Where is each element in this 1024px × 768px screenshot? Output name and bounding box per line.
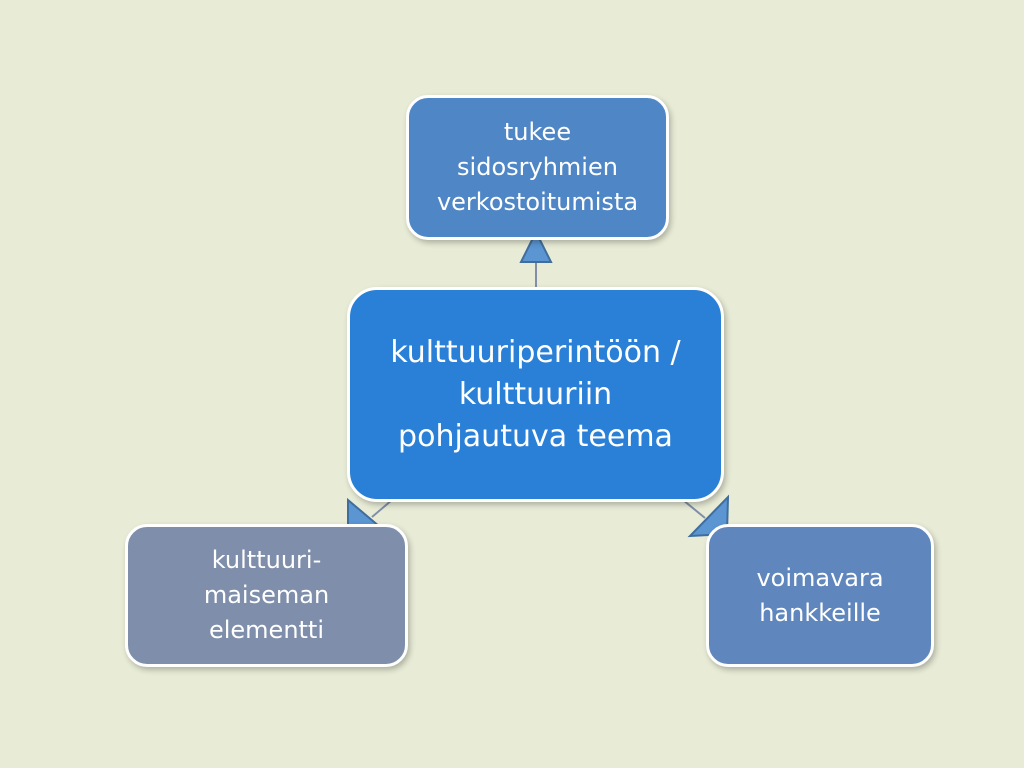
node-heritage-theme: kulttuuriperintöön / kulttuuriin pohjaut…: [347, 287, 724, 502]
node-top-label: tukee sidosryhmien verkostoitumista: [436, 118, 639, 216]
connector-center-right: [682, 499, 706, 519]
node-center-label: kulttuuriperintöön / kulttuuriin pohjaut…: [390, 334, 681, 454]
connector-center-left: [371, 499, 393, 518]
arrowhead-top: [519, 229, 553, 263]
node-resource-for-projects: voimavara hankkeille: [706, 524, 934, 667]
node-right-label: voimavara hankkeille: [756, 563, 884, 627]
node-left-label: kulttuuri- maiseman elementti: [203, 546, 330, 644]
node-stakeholder-networking: tukee sidosryhmien verkostoitumista: [406, 95, 669, 240]
node-cultural-landscape: kulttuuri- maiseman elementti: [125, 524, 408, 667]
